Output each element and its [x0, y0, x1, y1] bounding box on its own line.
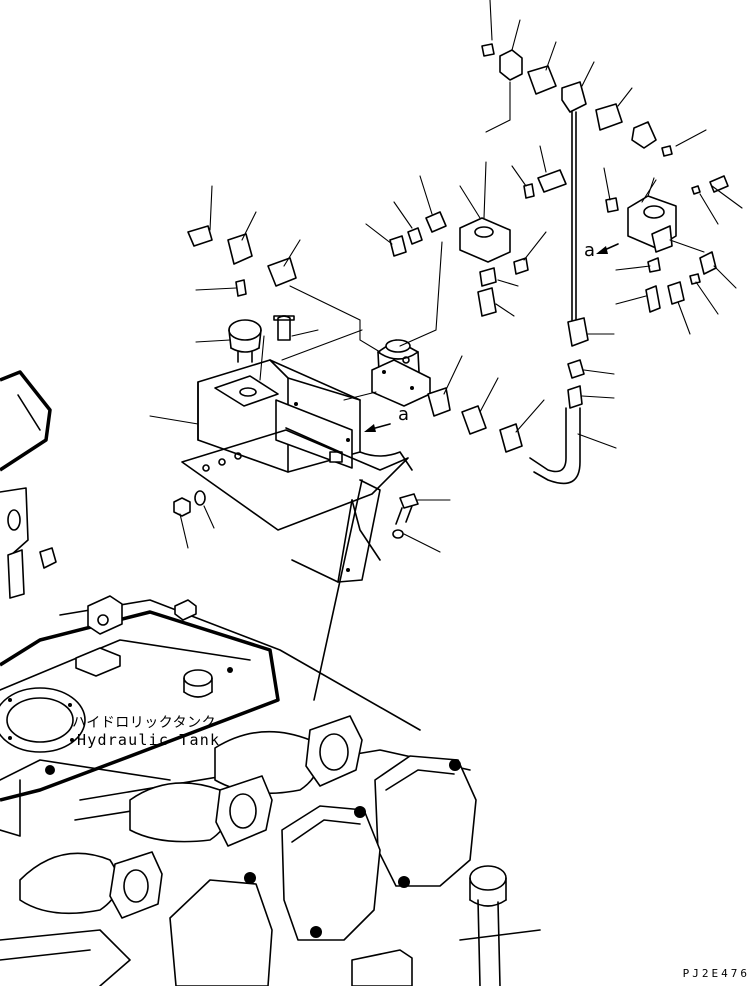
hydraulic-tank-assembly: [0, 370, 421, 986]
reference-arrows: [364, 243, 619, 432]
regulator-valve: [371, 339, 431, 407]
hydraulic-tank-label-en: Hydraulic Tank: [77, 731, 221, 749]
reference-mark-a-right: a: [584, 240, 596, 261]
breather-assembly: [187, 225, 297, 363]
reference-mark-a-center: a: [398, 404, 410, 425]
hydraulic-tank-label-jp: ハイドロリックタンク: [72, 715, 217, 731]
leader-lines: [149, 0, 743, 553]
valve-bank: [19, 715, 541, 986]
pipe-fittings: [173, 43, 729, 701]
drawing-code: PJ2E476: [682, 967, 750, 980]
